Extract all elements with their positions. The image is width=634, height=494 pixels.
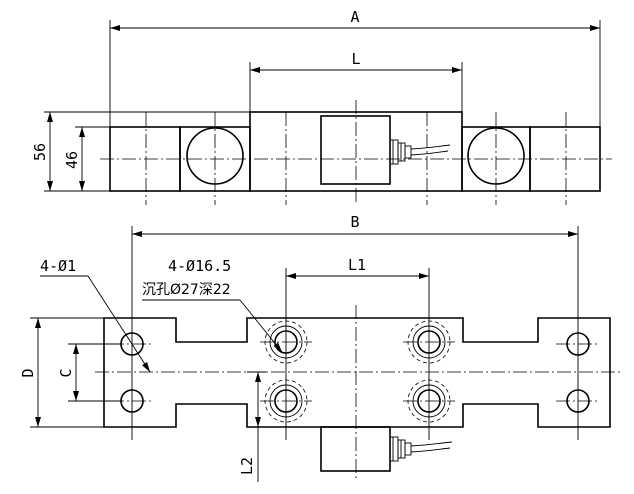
dim-a-label: A [350, 8, 359, 26]
dim-b-label: B [350, 213, 359, 231]
callout-large-holes: 4-Ø16.5 [168, 257, 231, 275]
dim-l2-label: L2 [238, 457, 256, 475]
bottom-cover [320, 426, 391, 472]
top-view: A L 56 46 [31, 8, 612, 205]
dim-l-label: L [351, 50, 360, 68]
plan-outline [103, 317, 611, 428]
dim-46-label: 46 [63, 151, 81, 169]
cable-gland-icon [389, 139, 451, 165]
dim-c-label: C [57, 368, 75, 377]
dim-56-label: 56 [31, 143, 49, 161]
callout-small-holes: 4-Ø1 [40, 257, 76, 275]
bottom-view: B L1 D C L2 4-Ø1 4-Ø16.5 沉孔Ø27深22 [19, 213, 620, 482]
dim-d-label: D [19, 368, 37, 377]
dim-l1-label: L1 [348, 256, 366, 274]
cable-gland-icon [389, 436, 453, 462]
strain-gauge-cover [320, 115, 391, 185]
callout-counterbore: 沉孔Ø27深22 [142, 282, 231, 298]
